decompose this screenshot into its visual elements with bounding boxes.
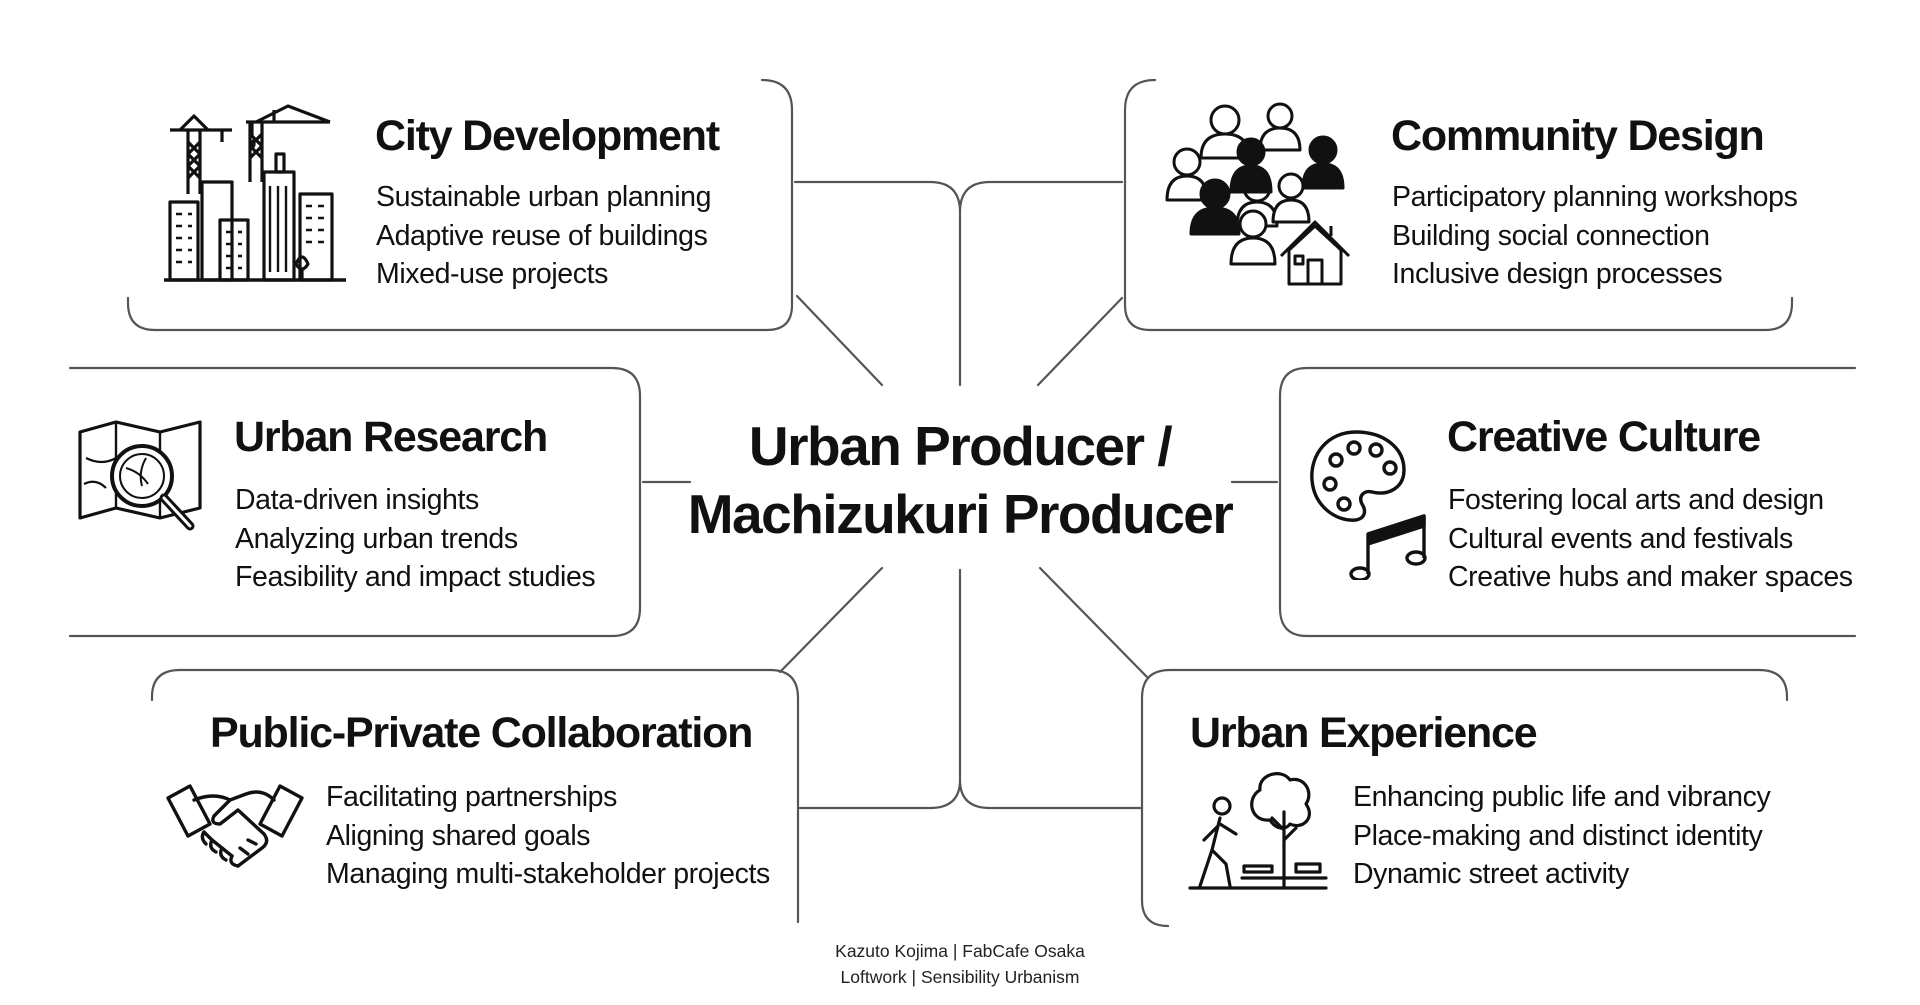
card-items: Sustainable urban planning Adaptive reus… [376, 178, 711, 294]
connector-top-bracket [793, 180, 1124, 387]
spoke-top-left [795, 294, 884, 387]
frame-urban-research [68, 366, 642, 638]
center-title: Urban Producer / Machizukuri Producer [660, 412, 1260, 548]
handshake-icon [164, 778, 306, 878]
list-item: Creative hubs and maker spaces [1448, 561, 1853, 593]
credit-line2: Loftwork | Sensibility Urbanism [840, 967, 1080, 987]
community-people-icon [1165, 102, 1365, 287]
frame-community-design [1123, 78, 1794, 332]
list-item: Adaptive reuse of buildings [376, 219, 708, 252]
card-items: Participatory planning workshops Buildin… [1392, 178, 1798, 294]
center-title-line2: Machizukuri Producer [687, 483, 1234, 545]
credit: Kazuto Kojima | FabCafe Osaka Loftwork |… [760, 938, 1160, 990]
spoke-top-right [1036, 296, 1124, 387]
frame-city-development [126, 78, 794, 332]
frame-urban-experience [1140, 668, 1789, 928]
frame-creative-culture [1278, 366, 1857, 638]
map-magnifier-icon [76, 418, 210, 544]
list-item: Cultural events and festivals [1448, 522, 1793, 555]
card-title: Public-Private Collaboration [210, 709, 753, 757]
card-title: Community Design [1391, 112, 1765, 160]
list-item: Mixed-use projects [376, 258, 608, 290]
spoke-bottom-right [1038, 566, 1150, 680]
card-items: Fostering local arts and design Cultural… [1448, 481, 1853, 597]
list-item: Data-driven insights [235, 484, 479, 516]
card-title: Urban Experience [1190, 709, 1538, 757]
card-items: Facilitating partnerships Aligning share… [326, 778, 770, 894]
list-item: Aligning shared goals [326, 819, 591, 852]
frame-public-private-collaboration [150, 668, 800, 924]
card-title: Creative Culture [1447, 413, 1761, 461]
list-item: Sustainable urban planning [376, 181, 712, 213]
list-item: Managing multi-stakeholder projects [326, 858, 770, 890]
card-title: City Development [375, 112, 720, 160]
city-construction-icon [160, 102, 350, 284]
palette-music-icon [1308, 428, 1432, 580]
list-item: Participatory planning workshops [1392, 181, 1798, 213]
card-items: Data-driven insights Analyzing urban tre… [235, 481, 596, 597]
list-item: Feasibility and impact studies [235, 561, 596, 593]
credit-line1: Kazuto Kojima | FabCafe Osaka [835, 941, 1085, 961]
list-item: Enhancing public life and vibrancy [1353, 781, 1771, 813]
list-item: Dynamic street activity [1353, 858, 1629, 890]
list-item: Facilitating partnerships [326, 781, 617, 813]
list-item: Building social connection [1392, 219, 1710, 252]
pedestrian-tree-icon [1186, 768, 1330, 892]
card-title: Urban Research [234, 413, 548, 461]
center-title-line1: Urban Producer / [748, 415, 1173, 477]
list-item: Inclusive design processes [1392, 258, 1723, 290]
list-item: Analyzing urban trends [235, 522, 518, 555]
card-items: Enhancing public life and vibrancy Place… [1353, 778, 1771, 894]
connector-bottom-bracket [798, 568, 1142, 810]
spoke-bottom-left [778, 566, 884, 674]
list-item: Fostering local arts and design [1448, 484, 1824, 516]
list-item: Place-making and distinct identity [1353, 819, 1763, 852]
